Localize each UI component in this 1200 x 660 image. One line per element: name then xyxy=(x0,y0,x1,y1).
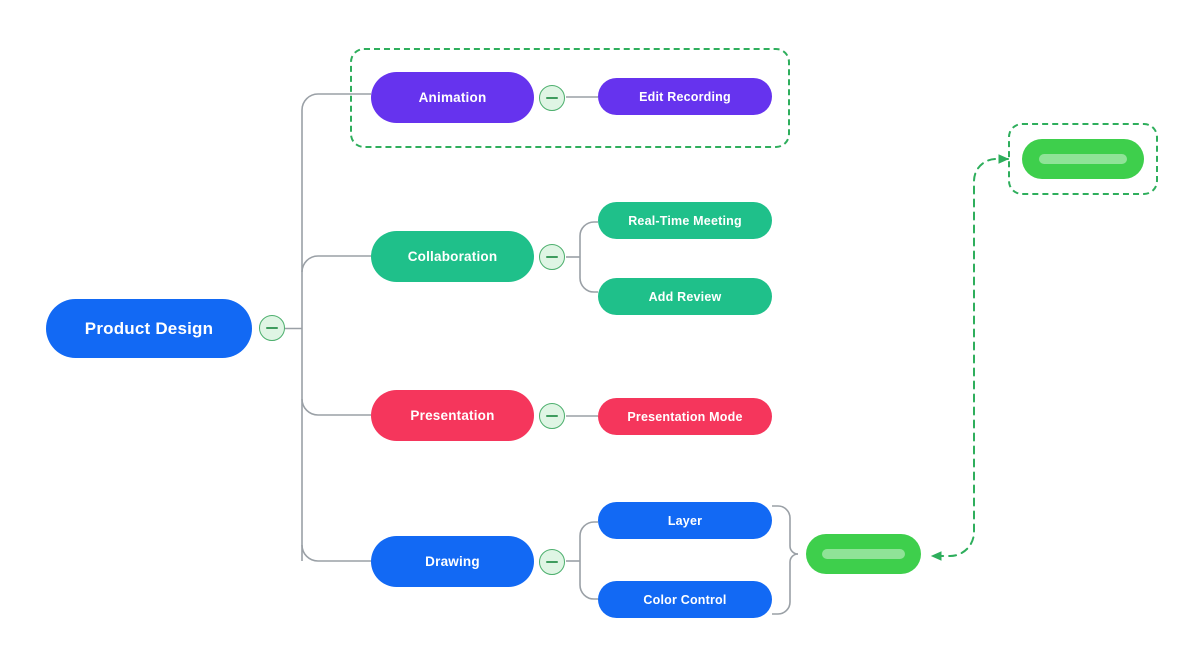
selection-box-animation xyxy=(350,48,790,148)
node-presentation[interactable]: Presentation xyxy=(371,390,534,441)
node-label: Animation xyxy=(418,90,487,105)
node-label: Layer xyxy=(667,513,703,528)
collapse-toggle-collaboration[interactable] xyxy=(539,244,565,270)
collapse-toggle-animation[interactable] xyxy=(539,85,565,111)
node-layer[interactable]: Layer xyxy=(598,502,772,539)
node-collaboration[interactable]: Collaboration xyxy=(371,231,534,282)
node-add-review[interactable]: Add Review xyxy=(598,278,772,315)
minus-icon xyxy=(546,561,558,563)
node-label: Real-Time Meeting xyxy=(628,213,742,228)
node-label: Presentation Mode xyxy=(627,409,743,424)
node-label: Collaboration xyxy=(407,249,498,264)
node-edit-recording[interactable]: Edit Recording xyxy=(598,78,772,115)
node-drawing[interactable]: Drawing xyxy=(371,536,534,587)
drag-link-connector xyxy=(930,154,1010,561)
node-presentation-mode[interactable]: Presentation Mode xyxy=(598,398,772,435)
minus-icon xyxy=(546,256,558,258)
minus-icon xyxy=(266,327,278,329)
root-trunk-connectors xyxy=(285,93,371,562)
node-label: Presentation xyxy=(410,408,495,423)
minus-icon xyxy=(546,97,558,99)
node-label: Edit Recording xyxy=(639,89,731,104)
node-label: Color Control xyxy=(643,592,727,607)
node-label: Product Design xyxy=(84,318,214,338)
node-animation[interactable]: Animation xyxy=(371,72,534,123)
minus-icon xyxy=(546,415,558,417)
placeholder-bar xyxy=(822,548,905,560)
node-placeholder-bottom[interactable] xyxy=(806,534,921,574)
node-color-control[interactable]: Color Control xyxy=(598,581,772,618)
node-label: Add Review xyxy=(648,289,722,304)
collapse-toggle-presentation[interactable] xyxy=(539,403,565,429)
node-label: Drawing xyxy=(425,554,480,569)
collapse-toggle-product-design[interactable] xyxy=(259,315,285,341)
selection-box-placeholder-top-right xyxy=(1008,123,1158,195)
collapse-toggle-drawing[interactable] xyxy=(539,549,565,575)
node-real-time-meeting[interactable]: Real-Time Meeting xyxy=(598,202,772,239)
node-product-design[interactable]: Product Design xyxy=(46,299,252,358)
placeholder-bar xyxy=(1039,153,1127,165)
node-placeholder-top-right[interactable] xyxy=(1022,139,1144,179)
